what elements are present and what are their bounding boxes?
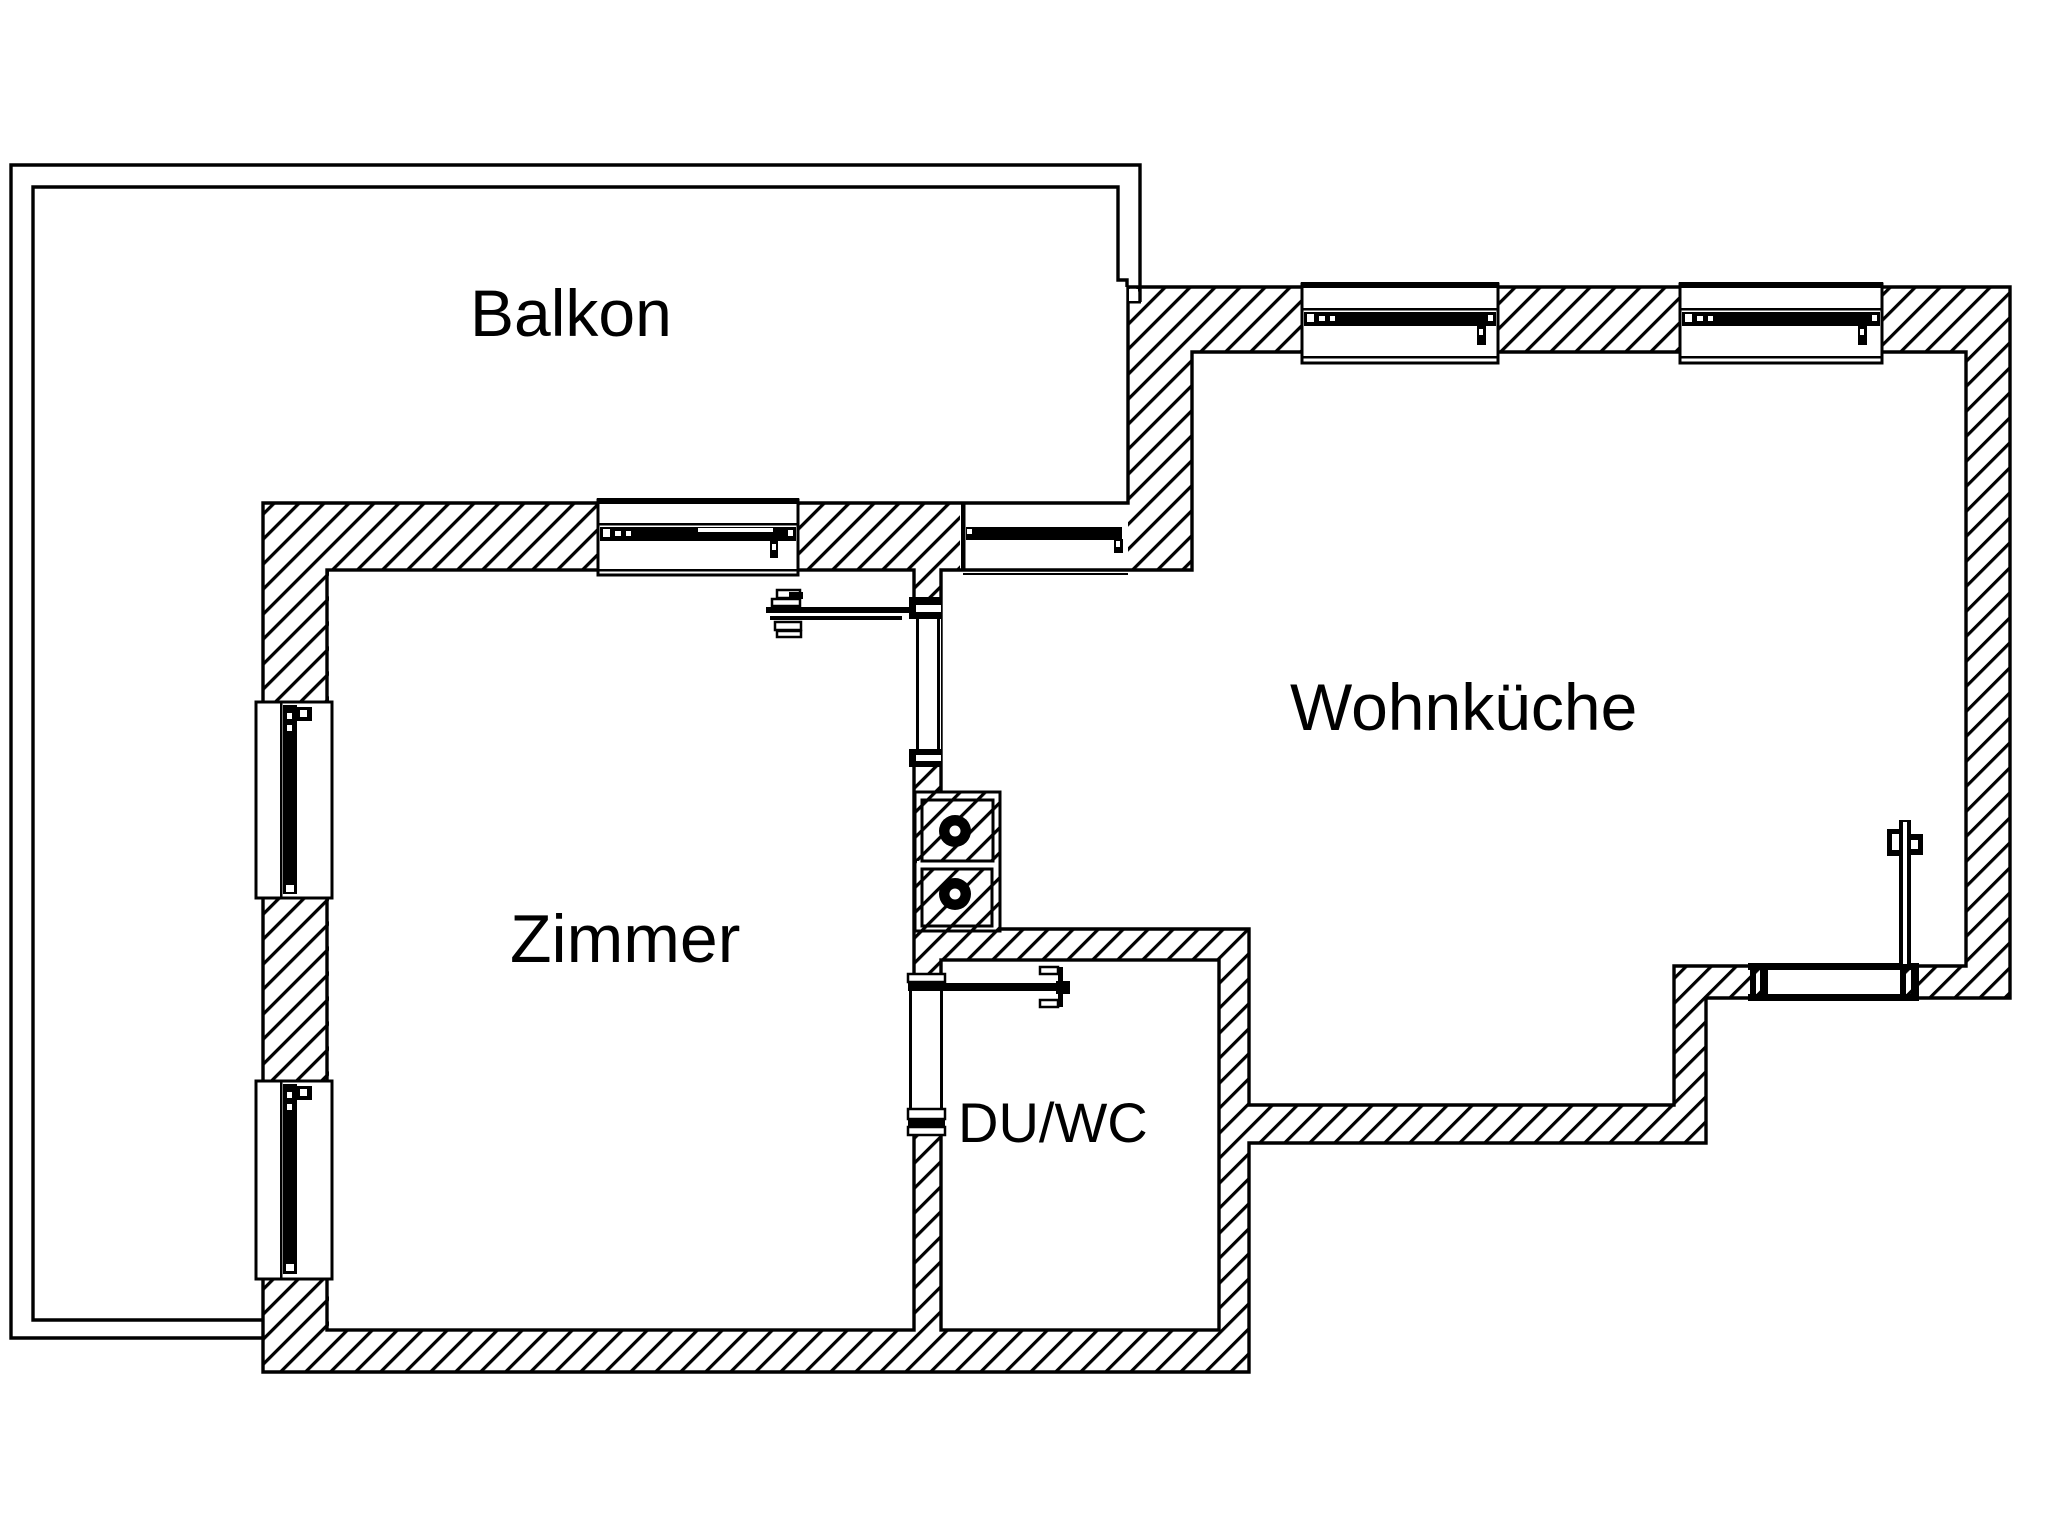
svg-text:Zimmer: Zimmer (510, 901, 740, 977)
svg-text:DU/WC: DU/WC (958, 1091, 1148, 1154)
svg-text:Wohnküche: Wohnküche (1290, 670, 1637, 744)
svg-text:Balkon: Balkon (470, 276, 672, 350)
